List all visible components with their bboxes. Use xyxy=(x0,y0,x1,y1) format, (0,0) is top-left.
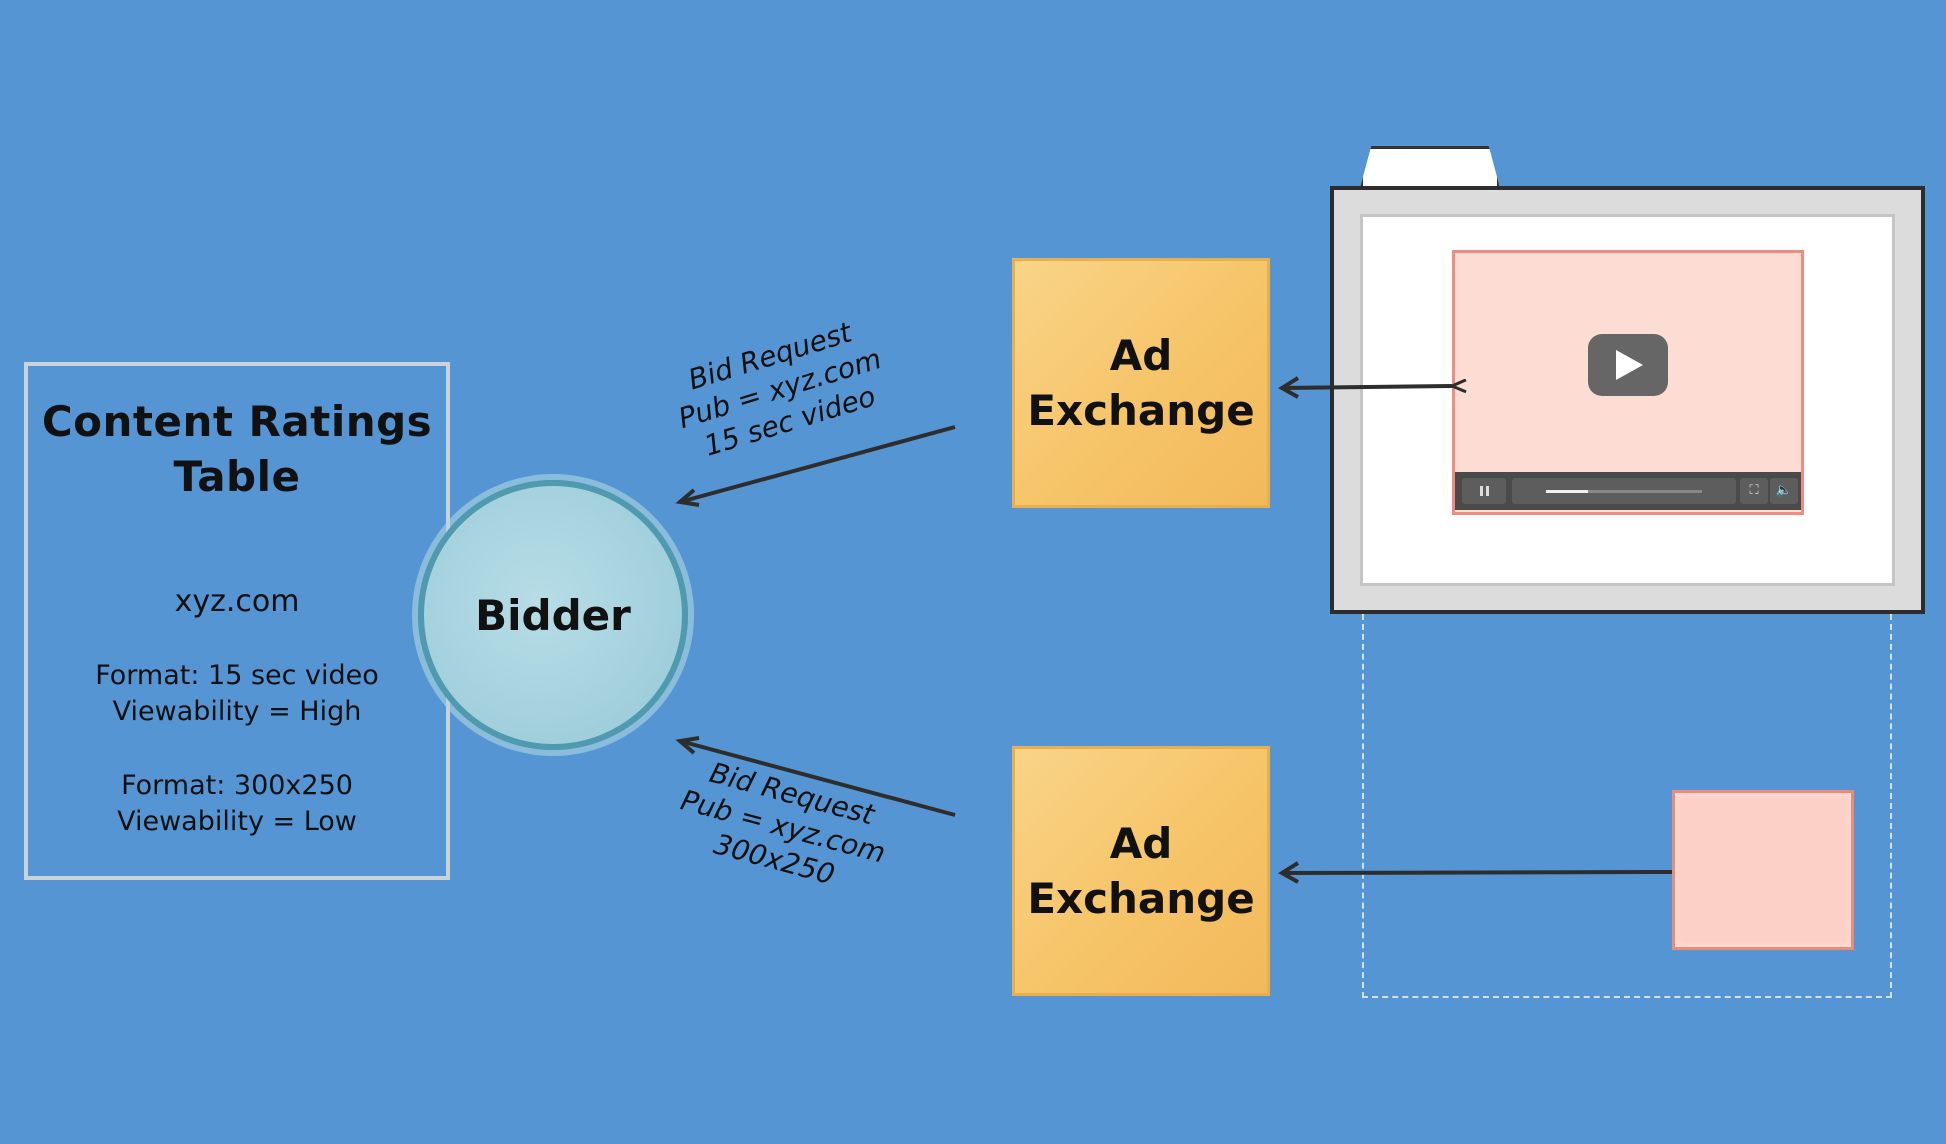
arrow-banner-to-exchange xyxy=(1281,870,1673,875)
fullscreen-icon[interactable]: ⛶ xyxy=(1740,478,1768,504)
arrow-video-to-exchange xyxy=(1281,386,1452,388)
content-ratings-table: Content Ratings Table xyz.com Format: 15… xyxy=(24,362,450,880)
ad-exchange-banner: Ad Exchange xyxy=(1012,746,1270,996)
video-progress-track xyxy=(1546,490,1702,493)
ratings-row-banner-viewability: Viewability = Low xyxy=(117,806,357,837)
arrowhead-exchange-video xyxy=(1278,376,1300,399)
pause-icon[interactable] xyxy=(1462,478,1506,504)
ratings-row-video-format: Format: 15 sec video xyxy=(95,660,379,691)
arrowhead-bidder-bottom xyxy=(675,736,700,755)
ad-exchange-video: Ad Exchange xyxy=(1012,258,1270,508)
volume-icon[interactable]: 🔈 xyxy=(1770,478,1798,504)
bidder-label: Bidder xyxy=(475,590,631,640)
ratings-site: xyz.com xyxy=(174,584,300,619)
ratings-row-banner-format: Format: 300x250 xyxy=(121,770,353,801)
arrow-exchange-to-bidder-top xyxy=(679,425,956,504)
play-icon xyxy=(1616,350,1643,380)
bidder-node: Bidder xyxy=(418,480,688,750)
browser-tab xyxy=(1360,146,1500,188)
arrow-exchange-to-bidder-bottom xyxy=(679,739,956,817)
banner-ad-slot xyxy=(1672,790,1854,950)
below-fold-region xyxy=(1362,614,1892,998)
ratings-row-video-viewability: Viewability = High xyxy=(112,696,362,727)
video-progress-fill xyxy=(1546,490,1589,493)
arrowhead-exchange-banner xyxy=(1278,861,1300,884)
arrowhead-bidder-top xyxy=(675,488,700,507)
ad-exchange-label: Ad Exchange xyxy=(1027,331,1255,435)
ad-exchange-label: Ad Exchange xyxy=(1027,819,1255,923)
ratings-table-title: Content Ratings Table xyxy=(41,397,433,501)
